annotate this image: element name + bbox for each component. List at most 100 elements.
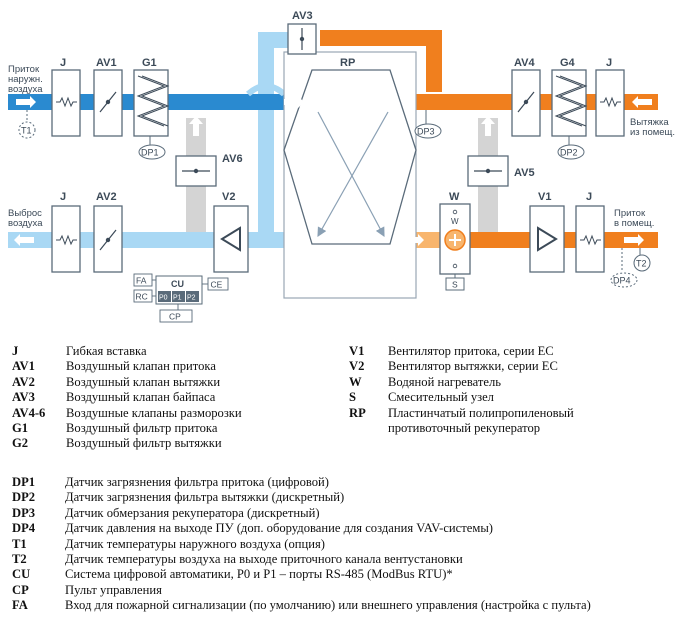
j-discharge-box (51, 205, 81, 273)
j-supply-box (51, 69, 81, 137)
flow-arrow-exhaust-in (632, 96, 652, 108)
legend-code: G1 (12, 421, 29, 436)
fan-icon (220, 226, 241, 252)
legend-description: Датчик температуры воздуха на выходе при… (65, 552, 463, 567)
flow-arrow-into-rp (284, 96, 304, 108)
legend-code: AV1 (12, 359, 35, 374)
legend-code: V2 (349, 359, 365, 374)
j-supply-out-box (575, 205, 605, 273)
w-label: W (449, 191, 460, 203)
legend-row: T2 Датчик температуры воздуха на выходе п… (12, 552, 591, 567)
j-left-bottom-label: J (60, 191, 66, 203)
legend-description: Датчик загрязнения фильтра притока (цифр… (65, 475, 329, 489)
intake-text-3: воздуха (8, 84, 43, 95)
rc-label: RC (136, 292, 148, 302)
legend-code: T1 (12, 536, 27, 551)
fa-label: FA (136, 276, 147, 286)
s-small-label: S (452, 280, 458, 290)
intake-text-2: наружн. (8, 74, 43, 85)
legend-description: Вентилятор вытяжки, серии ЕС (388, 359, 558, 374)
av6-label: AV6 (222, 153, 243, 165)
legend-code: AV4-6 (12, 405, 46, 420)
ventilation-schematic: RP J AV1 G1 DP1 T1 AV3 AV4 G4 DP2 (8, 10, 675, 323)
v1-label: V1 (538, 191, 551, 203)
t1-sensor (18, 121, 36, 139)
legend-description: Система цифровой автоматики, P0 и P1 – п… (65, 567, 453, 582)
j-exhaust-label: J (606, 57, 612, 69)
legend-description: Пластинчатый полипропиленовый (388, 405, 574, 420)
g4-label: G4 (560, 57, 576, 69)
dp4-sensor (610, 272, 638, 288)
t2-label: T2 (636, 259, 647, 269)
exhaust-in-text-2: из помещ. (630, 127, 675, 138)
flow-arrow-rp-out (404, 234, 424, 246)
legend-description: Воздушный клапан притока (66, 359, 216, 374)
legend-description: Водяной нагреватель (388, 374, 502, 389)
legend-description: Воздушный клапан байпаса (66, 390, 216, 405)
cp-label: CP (169, 312, 181, 322)
intake-text-1: Приток (8, 64, 40, 75)
av4-label: AV4 (514, 57, 535, 69)
rp-flow-arrow-1 (317, 111, 385, 238)
port-p1 (172, 291, 185, 302)
exhaust-loop-right (426, 30, 442, 92)
j-supply-label: J (60, 57, 66, 69)
bypass-light-left-vertical (258, 32, 274, 241)
w-small-label: W (451, 217, 459, 226)
legend-code: FA (12, 598, 28, 613)
t2-sensor (633, 254, 651, 272)
ce-box (207, 277, 229, 291)
dp2-sensor (557, 144, 585, 160)
filter-icon (136, 75, 170, 127)
bypass-up-arrow-left (189, 116, 203, 136)
flow-arrow-intake (16, 96, 36, 108)
ce-label: CE (211, 280, 223, 290)
g1-label: G1 (142, 57, 157, 69)
legend-row: V2 Вентилятор вытяжки, серии ЕС (349, 359, 574, 374)
legend-row: DP4 Датчик давления на выходе ПУ (доп. об… (12, 521, 591, 536)
dp3-label: DP3 (417, 127, 435, 137)
exhaust-in-text-1: Вытяжка (630, 117, 669, 128)
legend-description: Вход для пожарной сигнализации (по умолч… (65, 598, 591, 613)
legend-row: AV1 Воздушный клапан притока (12, 359, 242, 374)
legend-code: AV2 (12, 374, 35, 389)
legend-code: S (349, 390, 357, 405)
av1-top-label: AV1 (96, 57, 117, 69)
legend-row: противоточный рекуператор (349, 421, 574, 436)
legend-description: Датчик температуры наружного воздуха (оп… (65, 536, 325, 551)
legend-code: J (12, 344, 19, 358)
legend-description: Смесительный узел (388, 390, 494, 405)
legend-description: Воздушные клапаны разморозки (66, 405, 242, 420)
recuperator-core (283, 69, 417, 245)
legend-code: T2 (12, 552, 27, 567)
dp2-label: DP2 (560, 148, 578, 158)
flex-insert-icon (56, 96, 77, 108)
legend-code: CP (12, 582, 29, 597)
bypass-up-arrow-right (481, 116, 495, 136)
j-right-bottom-label: J (586, 191, 592, 203)
supply-out-text-2: в помещ. (614, 218, 654, 229)
legend-row: T1 Датчик температуры наружного воздуха (… (12, 537, 591, 552)
cp-box (159, 309, 193, 323)
v2-label: V2 (222, 191, 235, 203)
dp3-sensor (414, 123, 442, 139)
legend-code: DP4 (12, 521, 36, 536)
legend-description: Воздушный клапан вытяжки (66, 374, 221, 389)
v2-box (213, 205, 249, 273)
port-p0 (158, 291, 171, 302)
dp4-label: DP4 (613, 276, 631, 286)
legend-description: Датчик давления на выходе ПУ (доп. обору… (65, 521, 493, 536)
flow-arrow-supply-out (624, 234, 644, 246)
